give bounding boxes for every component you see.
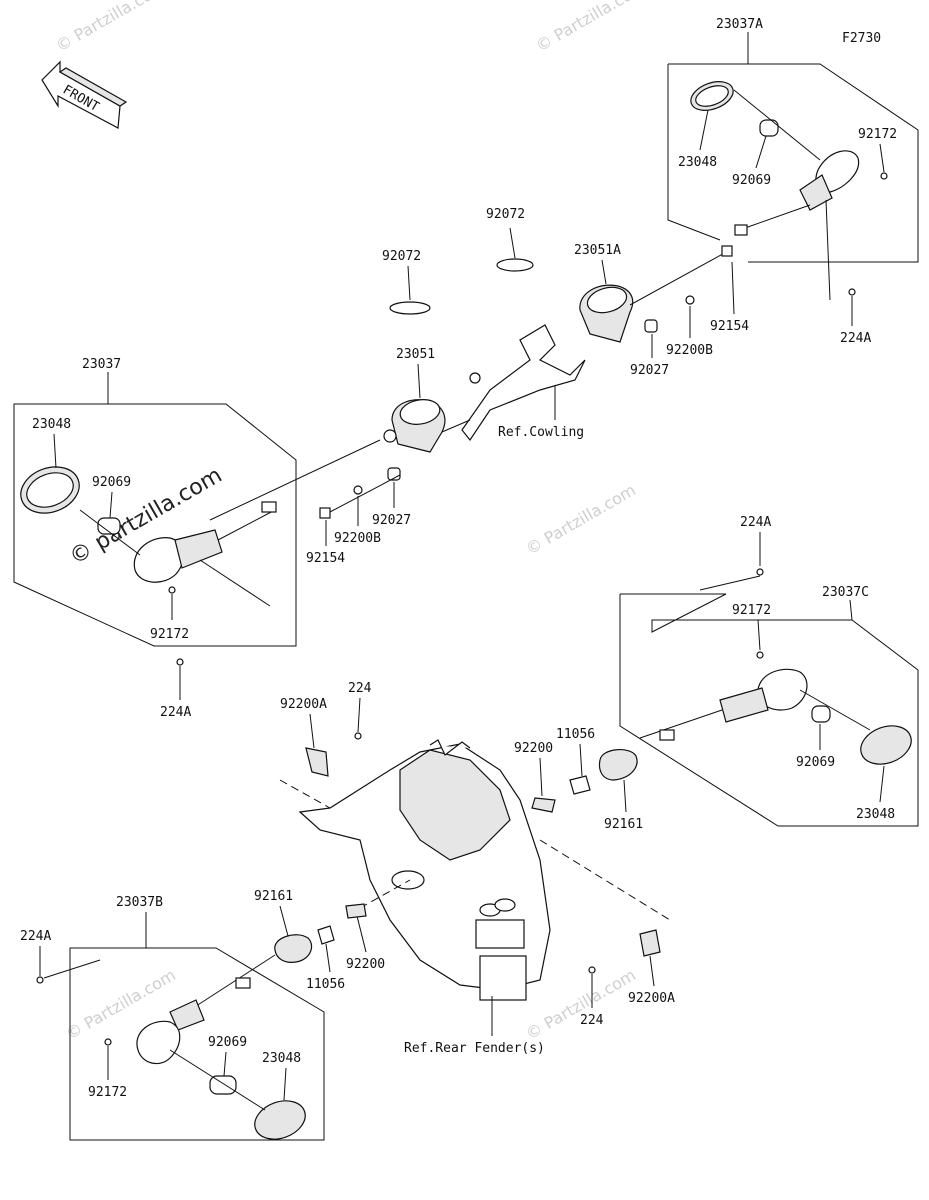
watermark: © Partzilla.com — [53, 0, 169, 55]
label-92072: 92072 — [382, 249, 421, 264]
bracket-92200A — [305, 732, 362, 777]
label-92069: 92069 — [796, 755, 835, 770]
washer-92200B — [353, 485, 363, 495]
bracket-23051 — [209, 399, 471, 521]
cowling-bracket — [461, 324, 586, 442]
label-224A: 224A — [20, 929, 51, 944]
label-92200: 92200 — [346, 957, 385, 972]
grommet-11056 — [569, 775, 591, 795]
label-23048: 23048 — [856, 807, 895, 822]
bolt-92154 — [319, 507, 331, 519]
label-92154: 92154 — [710, 319, 749, 334]
label-92172: 92172 — [858, 127, 897, 142]
label-224: 224 — [348, 681, 372, 696]
label-23048: 23048 — [678, 155, 717, 170]
clip-92072 — [389, 265, 431, 315]
label-23048: 23048 — [262, 1051, 301, 1066]
watermark: © Partzilla.com — [533, 0, 649, 55]
turn-signal-23037A — [667, 32, 919, 301]
clip-92072 — [496, 227, 534, 272]
label-92069: 92069 — [208, 1035, 247, 1050]
label-92200A: 92200A — [628, 991, 675, 1006]
turn-signal-23037B — [36, 920, 335, 1141]
label-92027: 92027 — [372, 513, 411, 528]
bracket-92200 — [345, 903, 367, 919]
rear-fender — [298, 739, 551, 1001]
label-11056: 11056 — [556, 727, 595, 742]
label-224: 224 — [580, 1013, 604, 1028]
label-23048: 23048 — [32, 417, 71, 432]
label-92069: 92069 — [732, 173, 771, 188]
label-ref-cowling: Ref.Cowling — [498, 425, 584, 440]
label-23051: 23051 — [396, 347, 435, 362]
label-92200A: 92200A — [280, 697, 327, 712]
label-23037: 23037 — [82, 357, 121, 372]
label-23037A: 23037A — [716, 17, 763, 32]
label-224A: 224A — [160, 705, 191, 720]
label-92200: 92200 — [514, 741, 553, 756]
label-11056: 11056 — [306, 977, 345, 992]
bracket-92200A — [588, 929, 661, 974]
label-224A: 224A — [740, 515, 771, 530]
label-92161: 92161 — [254, 889, 293, 904]
label-92200B: 92200B — [666, 343, 713, 358]
label-92154: 92154 — [306, 551, 345, 566]
label-92172: 92172 — [732, 603, 771, 618]
front-arrow-icon: FRONT — [41, 60, 128, 129]
label-92069: 92069 — [92, 475, 131, 490]
label-224A: 224A — [840, 331, 871, 346]
label-ref-rear-fender: Ref.Rear Fender(s) — [404, 1041, 545, 1056]
bracket-23051A — [579, 245, 733, 343]
label-23037C: 23037C — [822, 585, 869, 600]
label-92161: 92161 — [604, 817, 643, 832]
label-92172: 92172 — [150, 627, 189, 642]
turn-signal-23037 — [13, 372, 297, 666]
watermark: © Partzilla.com — [523, 480, 639, 558]
label-23051A: 23051A — [574, 243, 621, 258]
turn-signal-23037C — [619, 568, 919, 827]
figure-code: F2730 — [842, 31, 881, 46]
label-92027: 92027 — [630, 363, 669, 378]
label-92072: 92072 — [486, 207, 525, 222]
label-23037B: 23037B — [116, 895, 163, 910]
label-92200B: 92200B — [334, 531, 381, 546]
label-92172: 92172 — [88, 1085, 127, 1100]
lamp-holder-92161 — [598, 749, 638, 781]
bracket-92200 — [531, 797, 556, 813]
